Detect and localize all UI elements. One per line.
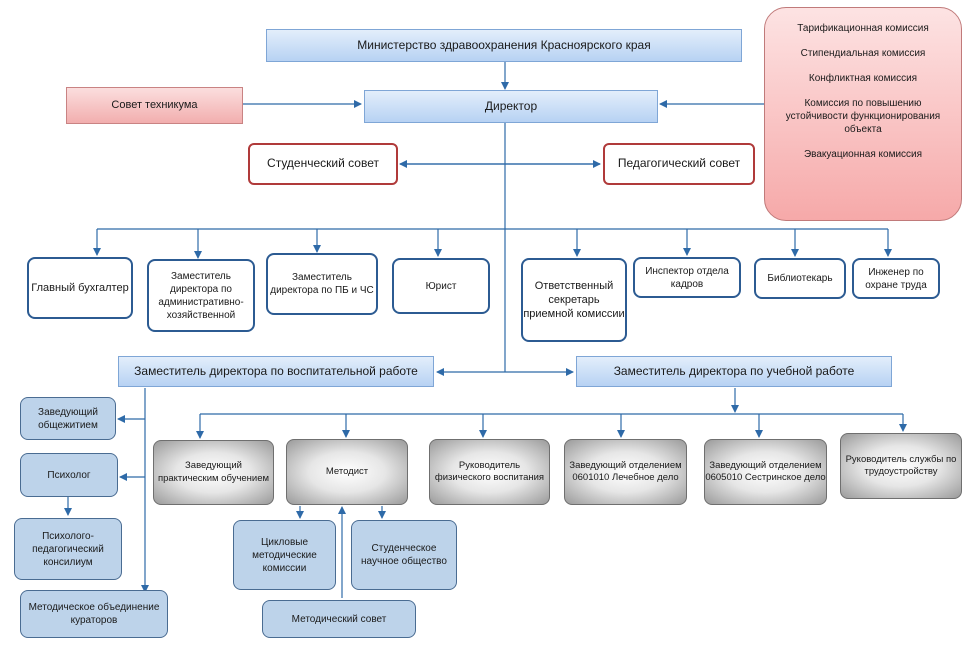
ped-council-box: Педагогический совет (603, 143, 755, 185)
cycle-commissions-box: Цикловые методические комиссии (233, 520, 336, 590)
commission-tariff: Тарификационная комиссия (797, 23, 929, 34)
dept-0605010-box: Заведующий отделением 0605010 Сестринско… (704, 439, 827, 505)
student-council-box: Студенческий совет (248, 143, 398, 185)
methodist-box: Методист (286, 439, 408, 505)
student-society-box: Студенческое научное общество (351, 520, 457, 590)
commission-evacuation: Эвакуационная комиссия (803, 149, 923, 160)
psychologist-box: Психолог (20, 453, 118, 497)
ministry-box: Министерство здравоохранения Красноярско… (266, 29, 742, 62)
secretary-box: Ответственный секретарь приемной комисси… (521, 258, 627, 342)
deputy-pb-box: Заместитель директора по ПБ и ЧС (266, 253, 378, 315)
method-council-box: Методический совет (262, 600, 416, 638)
commission-stipend: Стипендиальная комиссия (800, 48, 926, 59)
practice-head-box: Заведующий практическим обучением (153, 440, 274, 505)
safety-engineer-box: Инженер по охране труда (852, 258, 940, 299)
dept-0601010-box: Заведующий отделением 0601010 Лечебное д… (564, 439, 687, 505)
commission-conflict: Конфликтная комиссия (808, 73, 918, 84)
curators-box: Методическое объединение кураторов (20, 590, 168, 638)
deputy-edu-work-box: Заместитель директора по воспитательной … (118, 356, 434, 387)
deputy-admin-box: Заместитель директора по административно… (147, 259, 255, 332)
deputy-study-box: Заместитель директора по учебной работе (576, 356, 892, 387)
commission-stability: Комиссия по повышению устойчивости функц… (785, 98, 941, 135)
lawyer-box: Юрист (392, 258, 490, 314)
chief-accountant-box: Главный бухгалтер (27, 257, 133, 319)
employment-head-box: Руководитель службы по трудоустройству (840, 433, 962, 499)
council-box: Совет техникума (66, 87, 243, 124)
psy-council-box: Психолого-педагогический консилиум (14, 518, 122, 580)
hr-inspector-box: Инспектор отдела кадров (633, 257, 741, 298)
dorm-head-box: Заведующий общежитием (20, 397, 116, 440)
director-box: Директор (364, 90, 658, 123)
librarian-box: Библиотекарь (754, 258, 846, 299)
commissions-box: Тарификационная комиссия Стипендиальная … (764, 7, 962, 221)
pe-head-box: Руководитель физического воспитания (429, 439, 550, 505)
